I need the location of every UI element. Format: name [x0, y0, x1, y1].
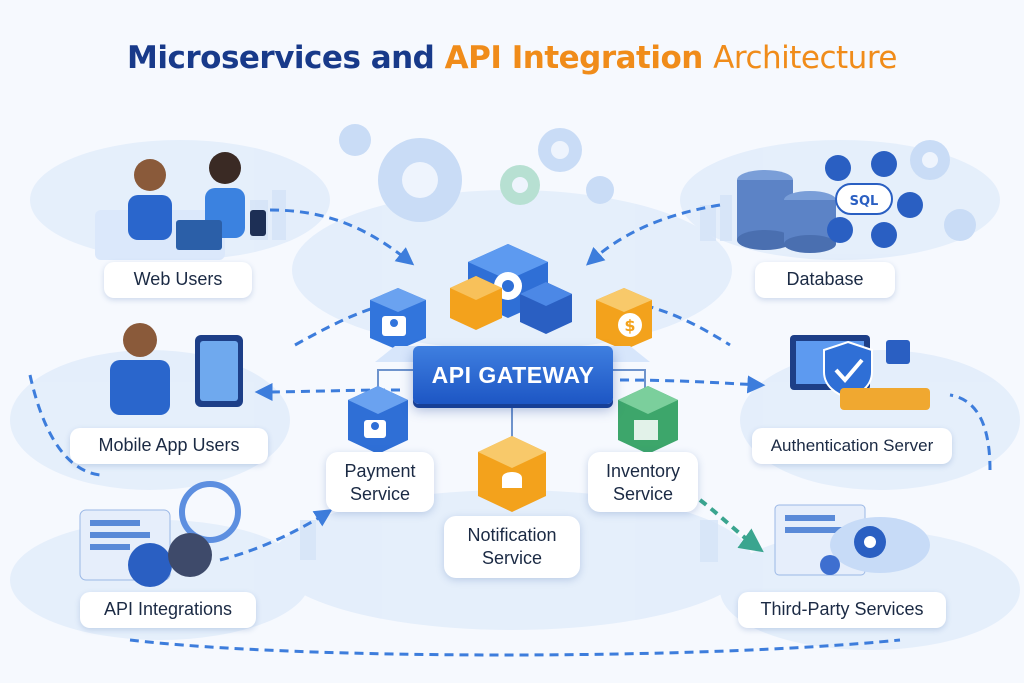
currency-symbol: $	[624, 316, 635, 335]
inventory-service-line2: Service	[612, 483, 674, 504]
currency-cube	[596, 288, 652, 350]
inventory-cube	[618, 386, 678, 454]
third-party-services-label: Third-Party Services	[738, 592, 946, 628]
title-part-1: Microservices and	[127, 40, 435, 76]
auth-server-illustration	[790, 335, 930, 410]
notification-service-line2: Service	[481, 547, 543, 568]
inventory-service-line1: Inventory	[605, 461, 681, 481]
api-gateway-label: API GATEWAY	[431, 361, 595, 388]
payment-cube	[348, 386, 408, 454]
third-party-illustration	[774, 504, 930, 576]
api-integrations-illustration	[79, 481, 241, 587]
authentication-server-label: Authentication Server	[752, 428, 952, 464]
blue-cube-small	[520, 282, 572, 334]
title-part-3: Architecture	[713, 40, 897, 76]
notification-service-node: Notification Service	[444, 516, 580, 578]
sql-tag: SQL	[850, 194, 879, 209]
notification-service-line1: Notification	[467, 525, 557, 545]
title-part-2: API Integration	[444, 40, 704, 76]
payment-service-node: Payment Service	[326, 452, 434, 512]
api-gateway-node: API GATEWAY	[413, 346, 613, 404]
page-title: Microservices and API Integration Archit…	[0, 40, 1024, 76]
mobile-user-illustration	[110, 323, 243, 415]
inventory-service-node: Inventory Service	[588, 452, 698, 512]
payment-service-line2: Service	[349, 483, 411, 504]
database-label: Database	[755, 262, 895, 298]
payment-service-line1: Payment	[344, 461, 416, 481]
mobile-app-users-label: Mobile App Users	[70, 428, 268, 464]
database-illustration	[737, 151, 923, 253]
inventory-arrow	[698, 498, 764, 553]
users-cube	[370, 288, 426, 350]
gear-green-icon	[500, 165, 540, 205]
notification-cube	[478, 436, 546, 512]
web-users-label: Web Users	[104, 262, 252, 298]
orange-cube-small	[450, 276, 502, 330]
web-users-illustration	[95, 152, 266, 260]
gear-icon	[339, 124, 976, 241]
api-integrations-label: API Integrations	[80, 592, 256, 628]
